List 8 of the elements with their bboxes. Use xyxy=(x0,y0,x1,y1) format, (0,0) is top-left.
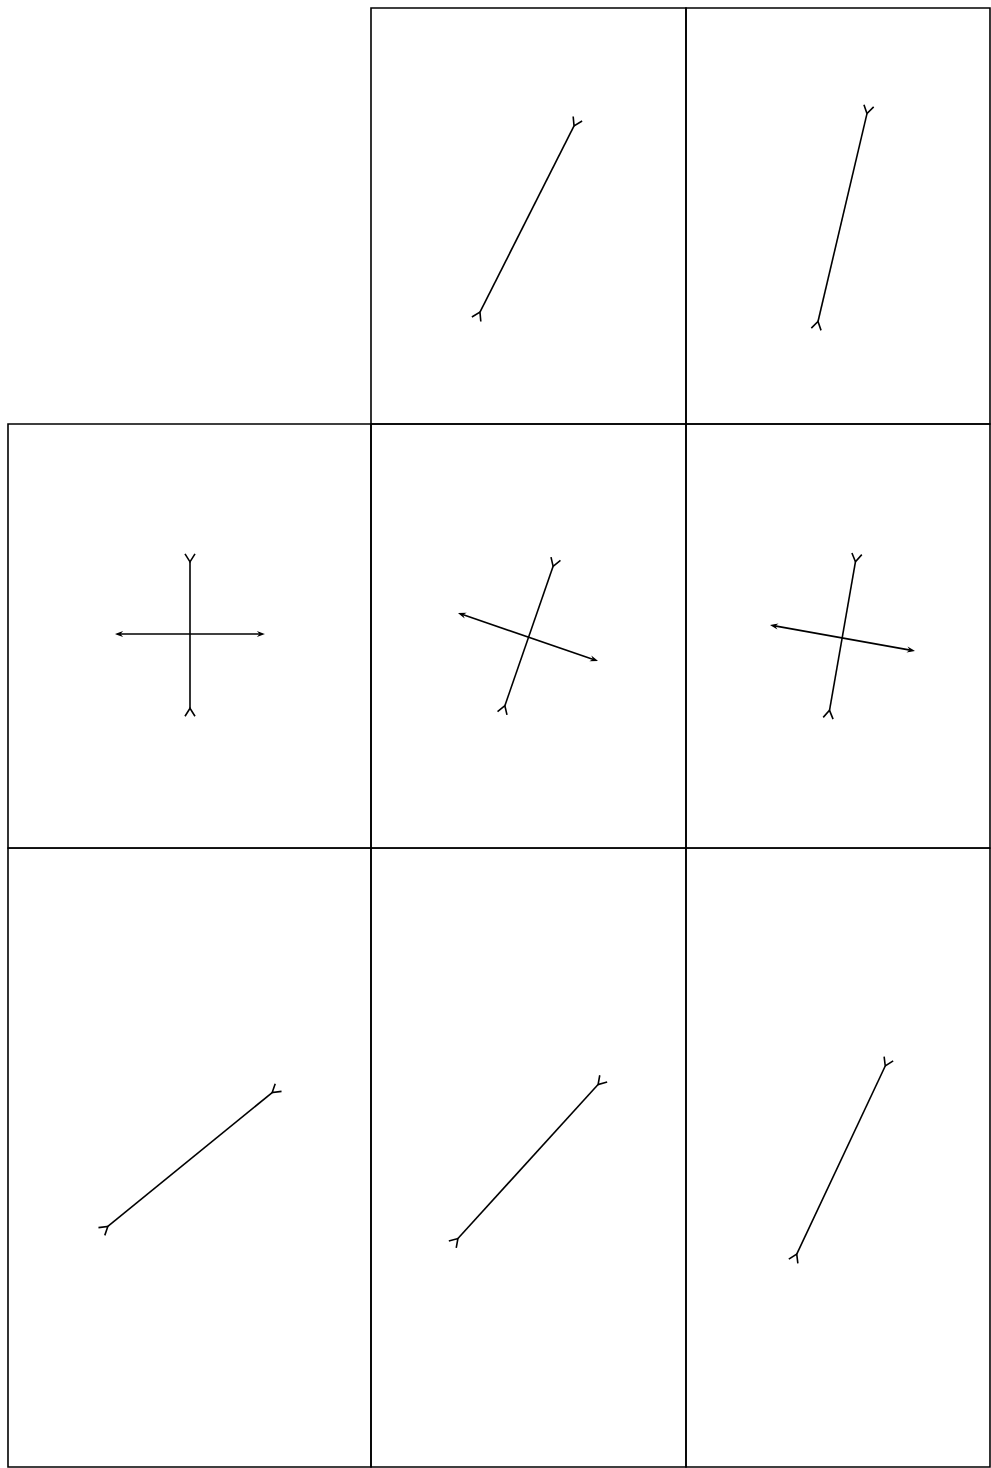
panel xyxy=(685,423,991,849)
panel xyxy=(7,847,372,1468)
panel xyxy=(370,423,687,849)
panel xyxy=(685,847,991,1468)
panel xyxy=(370,847,687,1468)
panel xyxy=(685,7,991,425)
panel xyxy=(370,7,687,425)
panel xyxy=(7,423,372,849)
